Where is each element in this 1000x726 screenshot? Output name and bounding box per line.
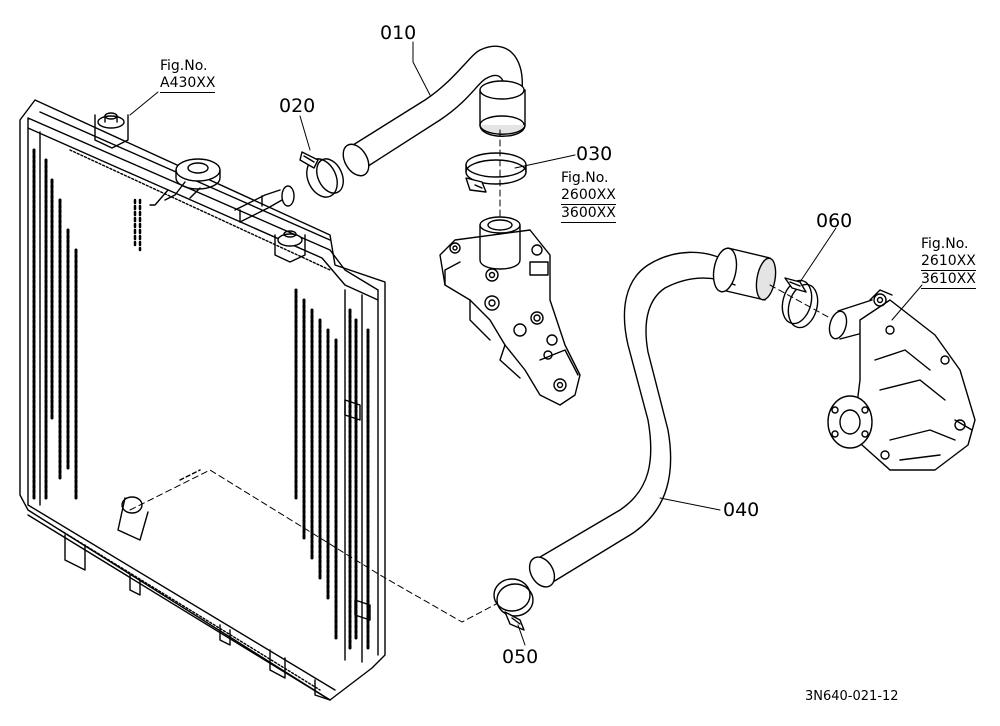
figure-ref-code: 2610XX	[921, 253, 976, 271]
figure-ref-thermostat: Fig.No. 2600XX 3600XX	[561, 170, 616, 223]
figure-ref-water-pump: Fig.No. 2610XX 3610XX	[921, 236, 976, 289]
drawing-id: 3N640-021-12	[805, 689, 899, 704]
figure-ref-label: Fig.No.	[160, 58, 208, 74]
part-label-010: 010	[380, 22, 417, 44]
water-pump	[827, 289, 976, 471]
thermostat-housing	[439, 216, 581, 406]
leader-lines	[129, 41, 923, 646]
figure-ref-code: 2600XX	[561, 187, 616, 205]
part-label-020: 020	[279, 95, 316, 117]
figure-ref-radiator: Fig.No. A430XX	[160, 58, 216, 93]
part-label-060: 060	[816, 210, 853, 232]
part-label-040: 040	[723, 499, 760, 521]
figure-ref-code: 3600XX	[561, 205, 616, 223]
part-label-030: 030	[576, 143, 613, 165]
upper-hose-010	[342, 45, 526, 177]
clamp-030	[465, 152, 527, 193]
clamp-060	[781, 277, 819, 329]
figure-ref-label: Fig.No.	[921, 236, 969, 252]
radiator	[19, 99, 386, 701]
figure-ref-label: Fig.No.	[561, 170, 609, 186]
part-label-050: 050	[502, 646, 539, 668]
lower-hose-040	[528, 247, 777, 588]
clamp-050	[493, 578, 534, 631]
clamp-020	[299, 151, 344, 198]
figure-ref-code: 3610XX	[921, 271, 976, 289]
figure-ref-code: A430XX	[160, 75, 216, 93]
